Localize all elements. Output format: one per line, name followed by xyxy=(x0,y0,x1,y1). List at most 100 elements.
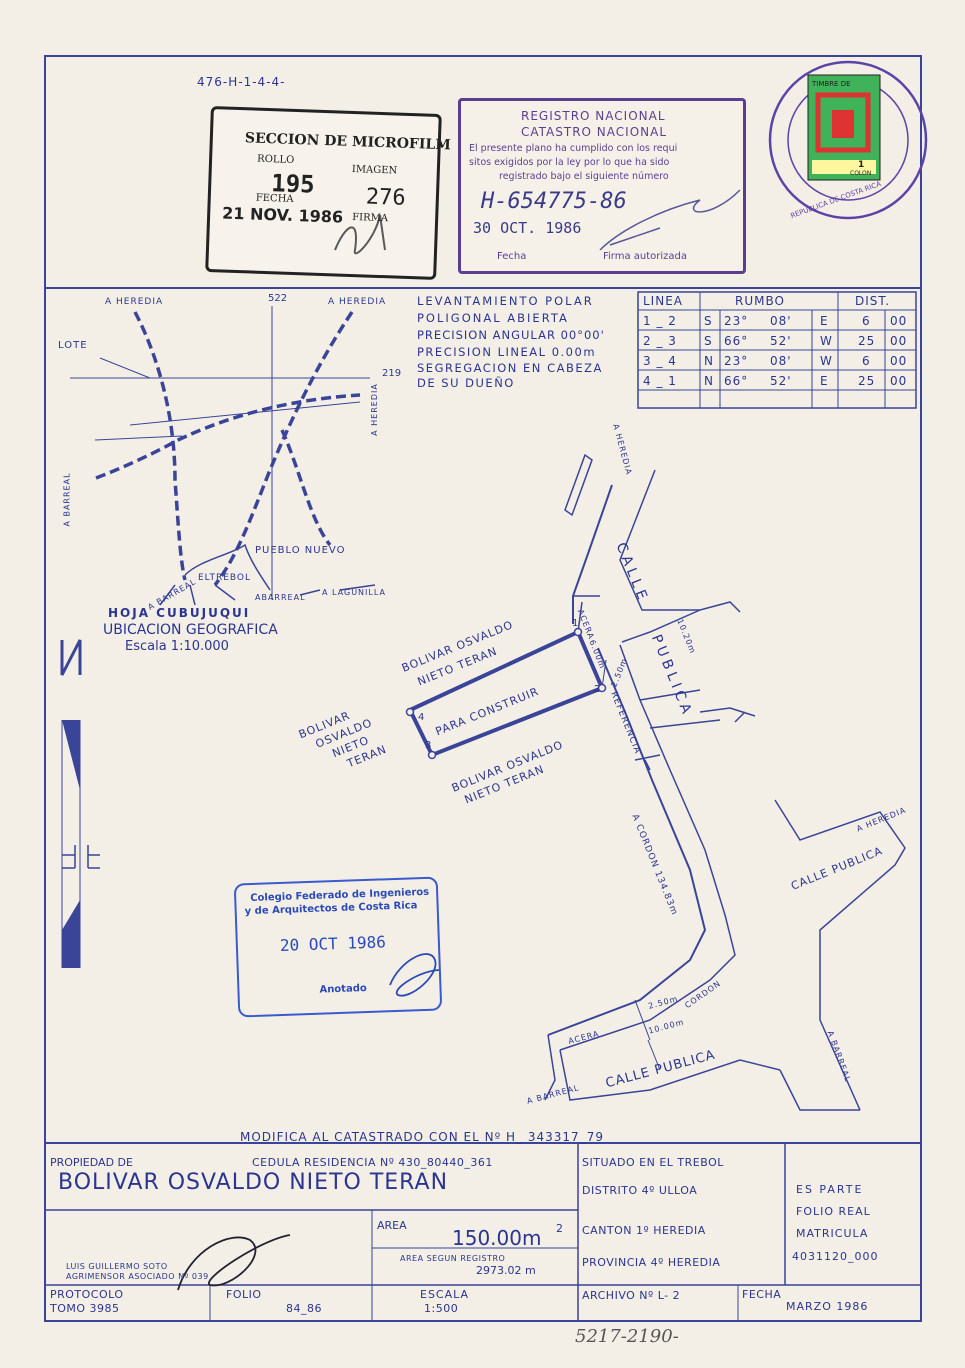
microfilm-date: 21 NOV. 1986 xyxy=(221,203,344,227)
registro-line2: CATASTRO NACIONAL xyxy=(521,125,668,139)
table-row-d1: S xyxy=(704,334,713,348)
rollo-label: ROLLO xyxy=(256,153,295,166)
footer-cedula: CEDULA RESIDENCIA Nº 430_80440_361 xyxy=(252,1156,493,1169)
footer-provincia: PROVINCIA 4º HEREDIA xyxy=(582,1256,721,1269)
footer-surveyor-2: AGRIMENSOR ASOCIADO Nº 039 xyxy=(66,1272,209,1281)
map-a-barreal-2: ABARREAL xyxy=(255,593,306,602)
registro-line3: El presente plano ha cumplido con los re… xyxy=(469,143,678,154)
footer-area-registro-label: AREA SEGUN REGISTRO xyxy=(400,1254,506,1263)
map-scale: Escala 1:10.000 xyxy=(125,639,229,654)
survey-note: SEGREGACION EN CABEZA xyxy=(417,361,603,375)
footer-distrito: DISTRITO 4º ULLOA xyxy=(582,1184,698,1197)
footer-escala-label: ESCALA xyxy=(420,1288,470,1301)
table-row-linea: 3 _ 4 xyxy=(643,354,677,368)
firma-label: FIRMA xyxy=(351,212,389,225)
map-pueblo-nuevo: PUEBLO NUEVO xyxy=(255,545,346,556)
footer-area-sq: 2 xyxy=(556,1222,563,1235)
map-hoja: HOJA CUBUJUQUI xyxy=(108,606,251,620)
footer-propiedad-label: PROPIEDAD DE xyxy=(50,1156,133,1169)
file-code: 476-H-1-4-4- xyxy=(197,75,286,89)
registro-stamp: REGISTRO NACIONAL CATASTRO NACIONAL El p… xyxy=(458,98,746,274)
footer-protocolo-label: PROTOCOLO xyxy=(50,1288,124,1301)
footer-area-label: AREA xyxy=(377,1219,407,1232)
modifica-note: MODIFICA AL CATASTRADO CON EL Nº H_ 3433… xyxy=(240,1130,604,1144)
footer-area-registro: 2973.02 m xyxy=(476,1264,536,1277)
map-a-heredia-right: A HEREDIA xyxy=(369,383,379,436)
plan-point-3: 3 xyxy=(425,740,433,751)
footer-fecha: MARZO 1986 xyxy=(786,1300,869,1313)
table-row-d2: E xyxy=(820,374,829,388)
table-row-linea: 2 _ 3 xyxy=(643,334,677,348)
table-row-linea: 1 _ 2 xyxy=(643,314,677,328)
survey-note: LEVANTAMIENTO POLAR xyxy=(417,294,594,308)
footer-fecha-label: FECHA xyxy=(742,1288,782,1301)
footer-folio-label: FOLIO xyxy=(226,1288,262,1301)
map-522: 522 xyxy=(268,293,288,304)
survey-notes: LEVANTAMIENTO POLAR POLIGONAL ABIERTA PR… xyxy=(417,293,605,391)
colegio-stamp: Colegio Federado de Ingenieros y de Arqu… xyxy=(233,876,443,1018)
survey-note: PRECISION LINEAL 0.00m xyxy=(417,345,597,359)
footer-surveyor-1: LUIS GUILLERMO SOTO xyxy=(66,1262,168,1271)
table-row-min: 52' xyxy=(770,374,792,388)
map-a-lagunilla: A LAGUNILLA xyxy=(322,588,386,597)
table-row-min: 08' xyxy=(770,354,792,368)
footer-es-parte: ES PARTE xyxy=(796,1183,864,1196)
colegio-anotado: Anotado xyxy=(319,983,367,996)
timbre-value: 1 xyxy=(858,160,865,170)
timbre-unit: COLON xyxy=(850,170,872,177)
footer-matricula: MATRICULA xyxy=(796,1227,869,1240)
fecha-label: FECHA xyxy=(255,192,294,205)
colegio-date: 20 OCT 1986 xyxy=(279,932,387,956)
table-row-cm: 00 xyxy=(890,314,908,328)
table-row-deg: 23° xyxy=(724,314,749,328)
table-row-deg: 66° xyxy=(724,334,749,348)
table-row-linea: 4 _ 1 xyxy=(643,374,677,388)
footer-archivo: ARCHIVO Nº L- 2 xyxy=(582,1289,681,1302)
table-row-cm: 00 xyxy=(890,354,908,368)
footer-folio: 84_86 xyxy=(286,1302,322,1315)
table-row-cm: 00 xyxy=(890,334,908,348)
map-219: 219 xyxy=(382,368,402,379)
table-row-deg: 23° xyxy=(724,354,749,368)
footer-folio-real: FOLIO REAL xyxy=(796,1205,871,1218)
imagen-value: 276 xyxy=(365,184,407,211)
footer-situado: SITUADO EN EL TREBOL xyxy=(582,1156,724,1169)
table-row-min: 52' xyxy=(770,334,792,348)
survey-note: POLIGONAL ABIERTA xyxy=(417,311,569,325)
footer-tomo: TOMO 3985 xyxy=(50,1302,120,1315)
registro-date: 30 OCT. 1986 xyxy=(473,219,582,237)
table-row-d2: W xyxy=(820,354,833,368)
map-title: UBICACION GEOGRAFICA xyxy=(103,622,278,638)
plan-point-4: 4 xyxy=(418,712,426,723)
footer-owner: BOLIVAR OSVALDO NIETO TERAN xyxy=(58,1170,449,1195)
table-header-rumbo: RUMBO xyxy=(735,294,785,308)
registro-firma-label: Firma autorizada xyxy=(603,251,688,262)
table-header-dist: DIST. xyxy=(855,294,891,308)
table-row-d1: N xyxy=(704,374,714,388)
footer-matricula-no: 4031120_000 xyxy=(792,1250,879,1263)
table-row-d2: W xyxy=(820,334,833,348)
footer-escala: 1:500 xyxy=(424,1302,459,1315)
microfilm-title: SECCION DE MICROFILM xyxy=(244,130,452,154)
plan-point-2: 2 xyxy=(594,684,602,695)
footer-canton: CANTON 1º HEREDIA xyxy=(582,1224,706,1237)
imagen-label: IMAGEN xyxy=(351,163,398,177)
microfilm-stamp: SECCION DE MICROFILM ROLLO IMAGEN 195 27… xyxy=(205,106,451,280)
survey-note: PRECISION ANGULAR 00°00' xyxy=(417,328,605,342)
table-row-m: 25 xyxy=(858,334,876,348)
registro-line5: registrado bajo el siguiente número xyxy=(499,171,669,182)
map-lote: LOTE xyxy=(58,340,88,351)
timbre-label: TIMBRE DE xyxy=(812,80,851,88)
table-row-m: 6 xyxy=(862,354,871,368)
registro-line1: REGISTRO NACIONAL xyxy=(521,109,666,123)
registro-number: H-654775-86 xyxy=(481,189,627,214)
footer-area: 150.00m xyxy=(452,1226,542,1250)
map-a-heredia-mid: A HEREDIA xyxy=(328,297,387,307)
map-a-barreal-left: A BARREAL xyxy=(62,472,72,527)
table-row-d2: E xyxy=(820,314,829,328)
map-a-heredia-left: A HEREDIA xyxy=(105,297,164,307)
table-row-d1: N xyxy=(704,354,714,368)
table-row-d1: S xyxy=(704,314,713,328)
